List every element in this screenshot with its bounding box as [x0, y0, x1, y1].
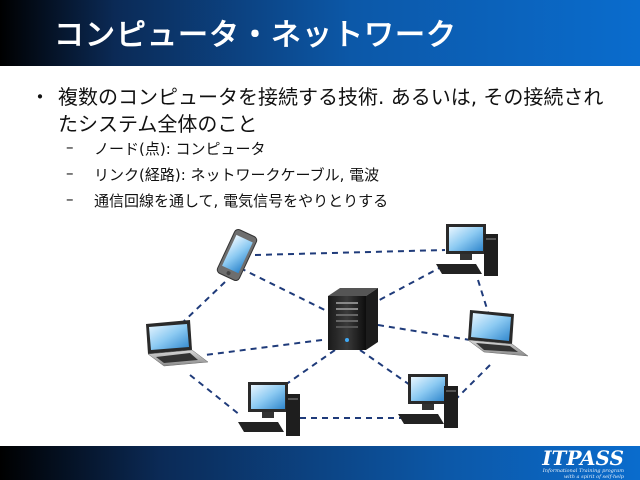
desktop-pc-icon — [238, 382, 300, 436]
sub-item-text: リンク(経路): ネットワークケーブル, 電波 — [94, 166, 380, 184]
smartphone-icon — [216, 228, 258, 282]
logo-tagline-1: Informational Training program — [542, 468, 624, 474]
bullet-text: 複数のコンピュータを接続する技術. あるいは, その接続されたシステム全体のこと — [58, 85, 604, 136]
desktop-pc-icon — [436, 224, 498, 276]
link-phone-server — [239, 267, 346, 321]
sub-item-text: ノード(点): コンピュータ — [94, 140, 266, 158]
itpass-logo: ITPASS Informational Training program wi… — [542, 448, 624, 480]
server-icon — [328, 288, 378, 350]
link-laptop-right-pc-bottom-right — [454, 364, 491, 401]
title-bar: コンピュータ・ネットワーク — [0, 0, 640, 66]
laptop-icon — [467, 310, 529, 357]
link-phone-laptop-left — [179, 281, 226, 326]
link-phone-pc-top-right — [254, 249, 446, 256]
link-server-pc-bottom-right — [359, 349, 411, 386]
bullet-mark: ・ — [30, 85, 50, 109]
link-pc-top-right-laptop-right — [477, 279, 489, 313]
link-server-laptop-right — [377, 324, 471, 341]
link-laptop-left-pc-bottom-left — [189, 374, 241, 416]
link-server-pc-top-right — [369, 264, 446, 306]
link-server-laptop-left — [204, 339, 323, 356]
link-server-pc-bottom-left — [284, 349, 336, 386]
network-links — [179, 249, 491, 419]
sub-item-dash: – — [66, 190, 74, 208]
laptop-icon — [146, 320, 209, 367]
logo-tagline-2: with a spirit of self-help — [563, 474, 624, 480]
slide-title: コンピュータ・ネットワーク — [54, 18, 457, 53]
sub-item-text: 通信回線を通して, 電気信号をやりとりする — [94, 192, 389, 210]
logo-main-text: ITPASS — [542, 446, 624, 470]
footer-bar: ITPASS Informational Training program wi… — [0, 446, 640, 480]
desktop-pc-icon — [398, 374, 458, 428]
sub-item-dash: – — [66, 138, 74, 156]
network-diagram — [146, 224, 529, 436]
sub-item-dash: – — [66, 164, 74, 182]
